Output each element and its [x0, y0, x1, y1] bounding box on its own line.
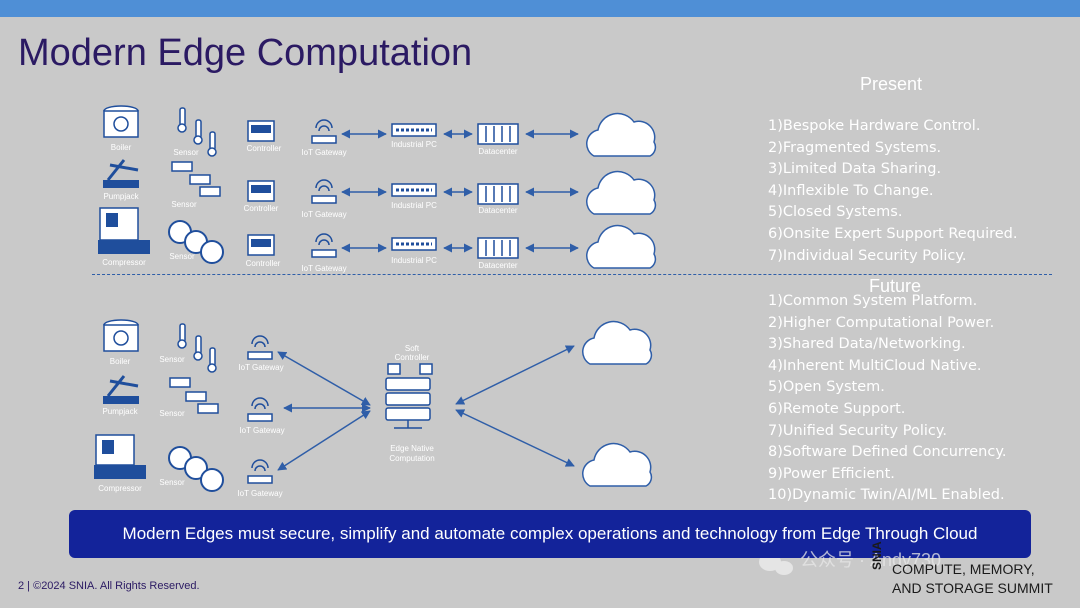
future-list: 1)Common System Platform. 2)Higher Compu… — [768, 291, 1006, 507]
label-boiler: Boiler — [110, 143, 132, 152]
label-sensor-bottom-3: Sensor — [159, 478, 185, 487]
industrial-pc-icon-3 — [391, 237, 437, 251]
iot-gateway-icon-2 — [311, 179, 337, 204]
list-item: 7)Individual Security Policy. — [768, 247, 967, 264]
sensor-gauges-icon — [168, 220, 224, 264]
slide-title: Modern Edge Computation — [18, 32, 473, 74]
boiler-icon-top — [103, 105, 139, 138]
label-industrial-pc-2: Industrial PC — [391, 201, 437, 210]
datacenter-icon-3 — [477, 237, 519, 259]
present-arrows — [341, 129, 579, 253]
list-item: 1)Common System Platform. — [768, 293, 978, 309]
list-item: 2)Higher Computational Power. — [768, 314, 995, 331]
cloud-icon-4 — [582, 320, 653, 365]
edge-server-icon — [385, 363, 433, 429]
cloud-icon-3 — [586, 224, 657, 269]
section-divider — [92, 274, 1052, 275]
boiler-icon-bottom — [103, 319, 139, 352]
list-item: 3)Limited Data Sharing. — [768, 161, 942, 178]
controller-icon-2 — [247, 180, 275, 202]
label-sensor-bottom-1: Sensor — [159, 355, 185, 364]
label-controller-3: Controller — [245, 259, 281, 268]
top-accent-bar — [0, 0, 1080, 17]
sensor-cameras-icon-bottom — [169, 377, 219, 414]
list-item: 1)Bespoke Hardware Control. — [768, 118, 981, 134]
list-item: 6)Remote Support. — [768, 400, 906, 417]
list-item: 6)Onsite Expert Support Required. — [768, 225, 1018, 242]
label-sensor-1: Sensor — [173, 148, 199, 157]
summit-line-1: COMPUTE, MEMORY, — [892, 561, 1035, 577]
list-item: 4)Inflexible To Change. — [768, 182, 934, 199]
datacenter-icon-2 — [477, 183, 519, 205]
iot-gateway-icon-5 — [247, 397, 273, 422]
footer-copyright: 2 | ©2024 SNIA. All Rights Reserved. — [18, 580, 200, 592]
label-datacenter-1: Datacenter — [478, 147, 518, 156]
label-sensor-2: Sensor — [171, 200, 197, 209]
label-controller-2: Controller — [243, 204, 279, 213]
list-item: 10)Dynamic Twin/AI/ML Enabled. — [768, 487, 1005, 504]
present-heading: Present — [859, 74, 923, 94]
summit-line-2: AND STORAGE SUMMIT — [892, 580, 1053, 596]
iot-gateway-icon-4 — [247, 335, 273, 360]
label-edge-native: Edge Native Computation — [389, 444, 435, 463]
compressor-icon-bottom — [94, 434, 146, 479]
future-diagram — [94, 319, 653, 492]
label-datacenter-3: Datacenter — [478, 261, 518, 270]
controller-icon-1 — [247, 120, 275, 142]
label-controller-1: Controller — [246, 144, 282, 153]
label-iot-gateway-2: IoT Gateway — [301, 210, 347, 219]
list-item: 4)Inherent MultiCloud Native. — [768, 357, 982, 374]
datacenter-icon-1 — [477, 123, 519, 145]
label-iot-gateway-5: IoT Gateway — [239, 426, 285, 435]
label-compressor: Compressor — [102, 258, 146, 267]
present-diagram — [98, 105, 657, 269]
iot-gateway-icon-6 — [247, 459, 273, 484]
list-item: 8)Software Defined Concurrency. — [768, 444, 1007, 461]
snia-logo-text: SNIA — [870, 541, 884, 570]
label-iot-gateway-6: IoT Gateway — [237, 489, 283, 498]
cloud-icon-5 — [582, 442, 653, 487]
list-item: 3)Shared Data/Networking. — [768, 336, 966, 353]
present-list: 1)Bespoke Hardware Control. 2)Fragmented… — [768, 116, 1017, 267]
iot-gateway-icon-3 — [311, 233, 337, 258]
sensor-gauges-icon-bottom — [168, 446, 224, 492]
future-arrows — [277, 345, 575, 471]
label-sensor-3: Sensor — [169, 252, 195, 261]
pumpjack-icon-bottom — [103, 375, 139, 404]
label-iot-gateway-3: IoT Gateway — [301, 264, 347, 273]
industrial-pc-icon-2 — [391, 183, 437, 197]
label-iot-gateway-4: IoT Gateway — [238, 363, 284, 372]
future-heading: Future — [868, 276, 922, 296]
controller-icon-3 — [247, 234, 275, 256]
label-pumpjack-bottom: Pumpjack — [102, 407, 138, 416]
list-item: 5)Closed Systems. — [768, 204, 903, 221]
label-soft-controller: Soft Controller — [394, 344, 430, 362]
summary-banner: Modern Edges must secure, simplify and a… — [69, 510, 1031, 558]
summit-brand: COMPUTE, MEMORY, AND STORAGE SUMMIT — [892, 560, 1053, 598]
industrial-pc-icon-1 — [391, 123, 437, 137]
label-sensor-bottom-2: Sensor — [159, 409, 185, 418]
iot-gateway-icon-1 — [311, 119, 337, 144]
label-datacenter-2: Datacenter — [478, 206, 518, 215]
pumpjack-icon-top — [103, 159, 139, 188]
list-item: 7)Unified Security Policy. — [768, 422, 947, 439]
watermark-text: 公众号 · Andy730 — [800, 550, 942, 570]
label-boiler-bottom: Boiler — [109, 357, 131, 366]
sensor-thermometers-icon — [177, 107, 217, 157]
label-industrial-pc-1: Industrial PC — [391, 140, 437, 149]
list-item: 9)Power Efficient. — [768, 465, 895, 482]
sensor-thermometers-icon-bottom — [177, 323, 217, 373]
list-item: 2)Fragmented Systems. — [768, 139, 942, 156]
list-item: 5)Open System. — [768, 379, 885, 396]
label-pumpjack: Pumpjack — [103, 192, 139, 201]
label-compressor-bottom: Compressor — [98, 484, 142, 493]
cloud-icon-1 — [586, 112, 657, 157]
label-industrial-pc-3: Industrial PC — [391, 256, 437, 265]
compressor-icon-top — [98, 207, 150, 254]
label-iot-gateway-1: IoT Gateway — [301, 148, 347, 157]
cloud-icon-2 — [586, 170, 657, 215]
sensor-cameras-icon — [171, 161, 221, 197]
